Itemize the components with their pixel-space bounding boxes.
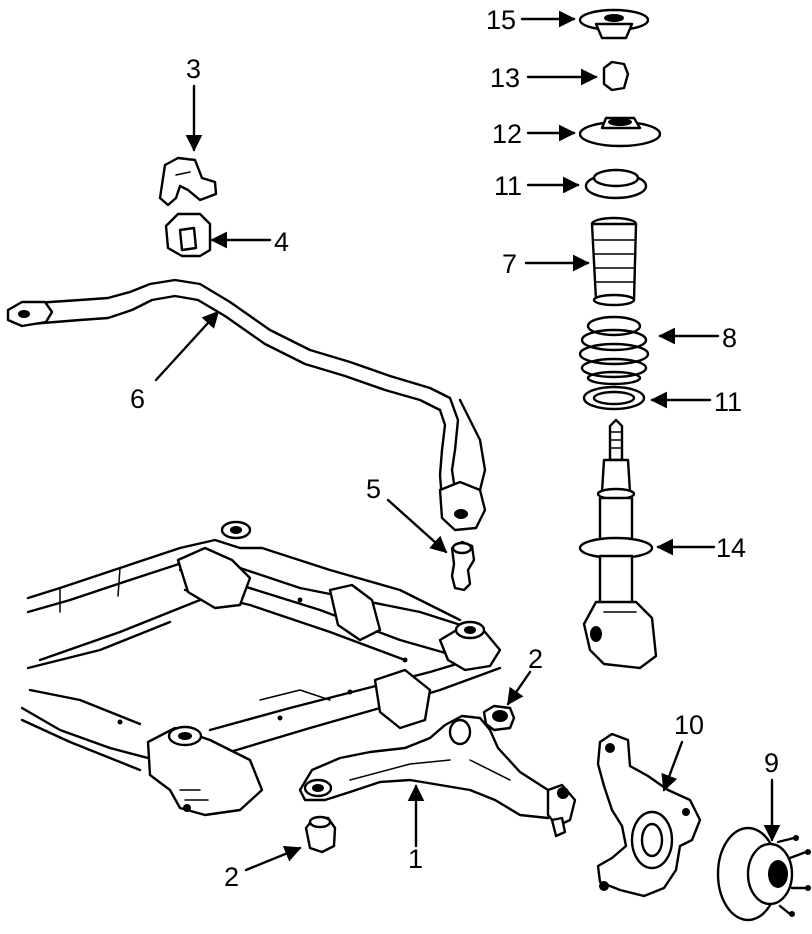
spring-insulator-upper <box>584 168 648 200</box>
upper-spring-seat <box>578 116 662 148</box>
stabilizer-bracket <box>158 156 218 207</box>
control-arm-bushing-lower <box>304 815 337 854</box>
stabilizer-link <box>450 540 476 592</box>
strut-mount <box>578 8 650 40</box>
callout-13: 13 <box>490 63 520 93</box>
callout-10: 10 <box>674 710 704 740</box>
callout-7: 7 <box>502 249 517 279</box>
control-arm-bushing-upper <box>482 704 516 732</box>
callout-4: 4 <box>274 227 289 257</box>
callout-11-lower: 11 <box>714 387 742 417</box>
callout-2-lower: 2 <box>224 862 239 892</box>
callout-5: 5 <box>366 474 381 504</box>
lower-control-arm <box>298 714 577 838</box>
steering-knuckle <box>596 732 702 898</box>
wheel-hub <box>716 826 811 922</box>
subframe <box>20 520 502 817</box>
callout-12: 12 <box>492 119 522 149</box>
callout-14: 14 <box>716 533 746 563</box>
coil-spring <box>578 315 650 386</box>
stabilizer-insulator <box>164 212 212 258</box>
jounce-bumper <box>602 60 630 92</box>
spring-insulator-lower <box>582 385 646 411</box>
callout-3: 3 <box>186 54 201 84</box>
callout-1: 1 <box>408 844 423 874</box>
callout-6: 6 <box>130 384 145 414</box>
strut-boot <box>590 216 638 307</box>
callout-9: 9 <box>764 748 779 778</box>
stabilizer-bar <box>6 278 487 532</box>
leader-arrows <box>154 10 781 872</box>
callout-11-upper: 11 <box>494 171 522 201</box>
callout-8: 8 <box>722 323 737 353</box>
callout-2-upper: 2 <box>528 644 543 674</box>
strut <box>578 418 658 670</box>
callout-15: 15 <box>486 5 516 35</box>
